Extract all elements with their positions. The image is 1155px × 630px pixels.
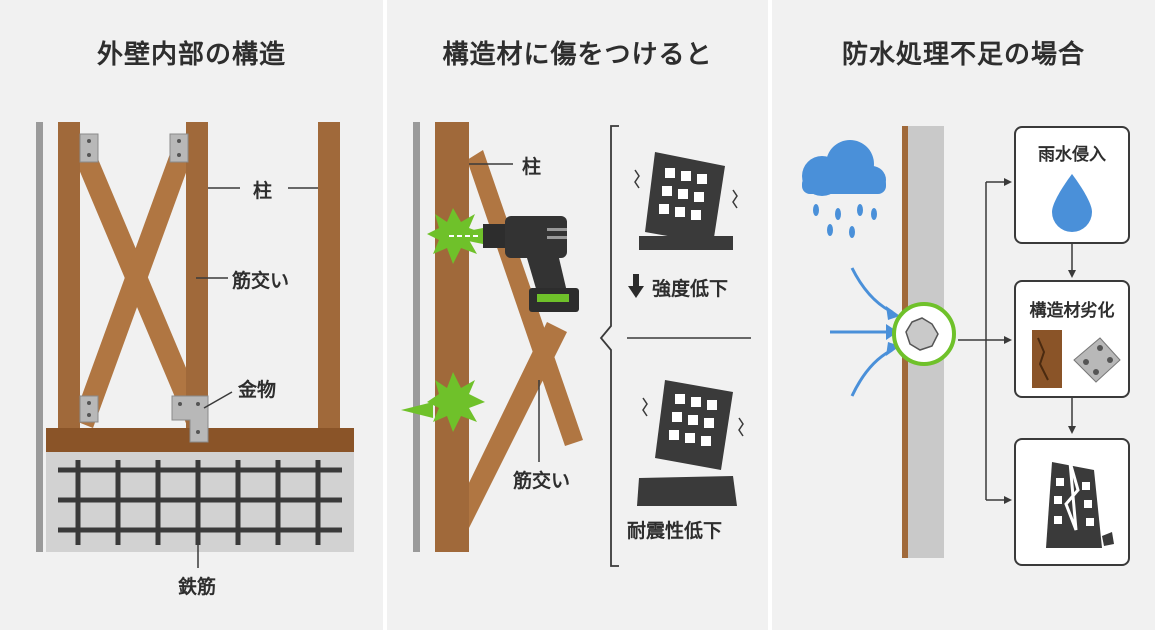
- leader-lines: [196, 187, 318, 568]
- arrow-down-icon: [628, 274, 644, 298]
- leader-lines: [469, 163, 751, 462]
- box-material-deterioration: 構造材劣化: [1014, 280, 1130, 398]
- label-pillar: 柱: [253, 180, 273, 202]
- label-brace: 筋交い: [232, 270, 290, 292]
- damage-burst-lower: [427, 372, 485, 432]
- bracket: [599, 125, 619, 567]
- exterior-wall-edge: [36, 122, 43, 552]
- box-label: 構造材劣化: [1029, 301, 1115, 321]
- shake-lines: [634, 169, 744, 437]
- box-rain-intrusion: 雨水侵入: [1014, 126, 1130, 244]
- panel-title: 外壁内部の構造: [96, 40, 286, 70]
- panel-wall-structure: 外壁内部の構造: [0, 0, 383, 630]
- box-building-damage: [1014, 438, 1130, 566]
- window-grid-1: [659, 168, 707, 220]
- panel-title: 防水処理不足の場合: [841, 40, 1085, 70]
- drill-icon: [443, 216, 579, 312]
- water-inflow-arrows: [830, 267, 893, 397]
- bolts: [87, 139, 200, 434]
- panel-waterproofing: 防水処理不足の場合: [772, 0, 1155, 630]
- exterior-wall-edge: [413, 122, 420, 552]
- collapsed-building-icon: [1046, 461, 1114, 548]
- arrowheads: [1004, 178, 1076, 504]
- raindrops: [813, 204, 877, 238]
- panel-title: 構造材に傷をつけると: [442, 40, 713, 70]
- label-seismic-loss: 耐震性低下: [627, 520, 723, 542]
- building-damaged-icon-1: [639, 152, 733, 250]
- pillar-mid: [186, 122, 208, 428]
- label-strength-loss: 強度低下: [652, 278, 729, 300]
- braces: [70, 140, 208, 428]
- window-grid-2: [669, 394, 717, 446]
- pillar-left: [58, 122, 80, 428]
- box-label: 雨水侵入: [1038, 145, 1106, 165]
- rusted-plate-icon: [1073, 337, 1121, 383]
- water-drop-icon: [1052, 174, 1092, 232]
- pillar: [435, 122, 469, 552]
- deterioration-icons: [1032, 330, 1121, 388]
- pillar-right: [318, 122, 340, 428]
- label-pillar: 柱: [522, 156, 542, 178]
- label-hardware: 金物: [238, 379, 277, 401]
- damage-diagram: [401, 122, 751, 567]
- waterproofing-diagram: [802, 126, 1076, 558]
- rain-cloud-icon: [802, 140, 886, 196]
- wall-structure-diagram: [36, 122, 354, 568]
- panel-structural-damage: 構造材に傷をつけると: [387, 0, 768, 630]
- nail: [401, 402, 433, 418]
- label-brace: 筋交い: [513, 470, 571, 492]
- label-rebar: 鉄筋: [178, 576, 217, 598]
